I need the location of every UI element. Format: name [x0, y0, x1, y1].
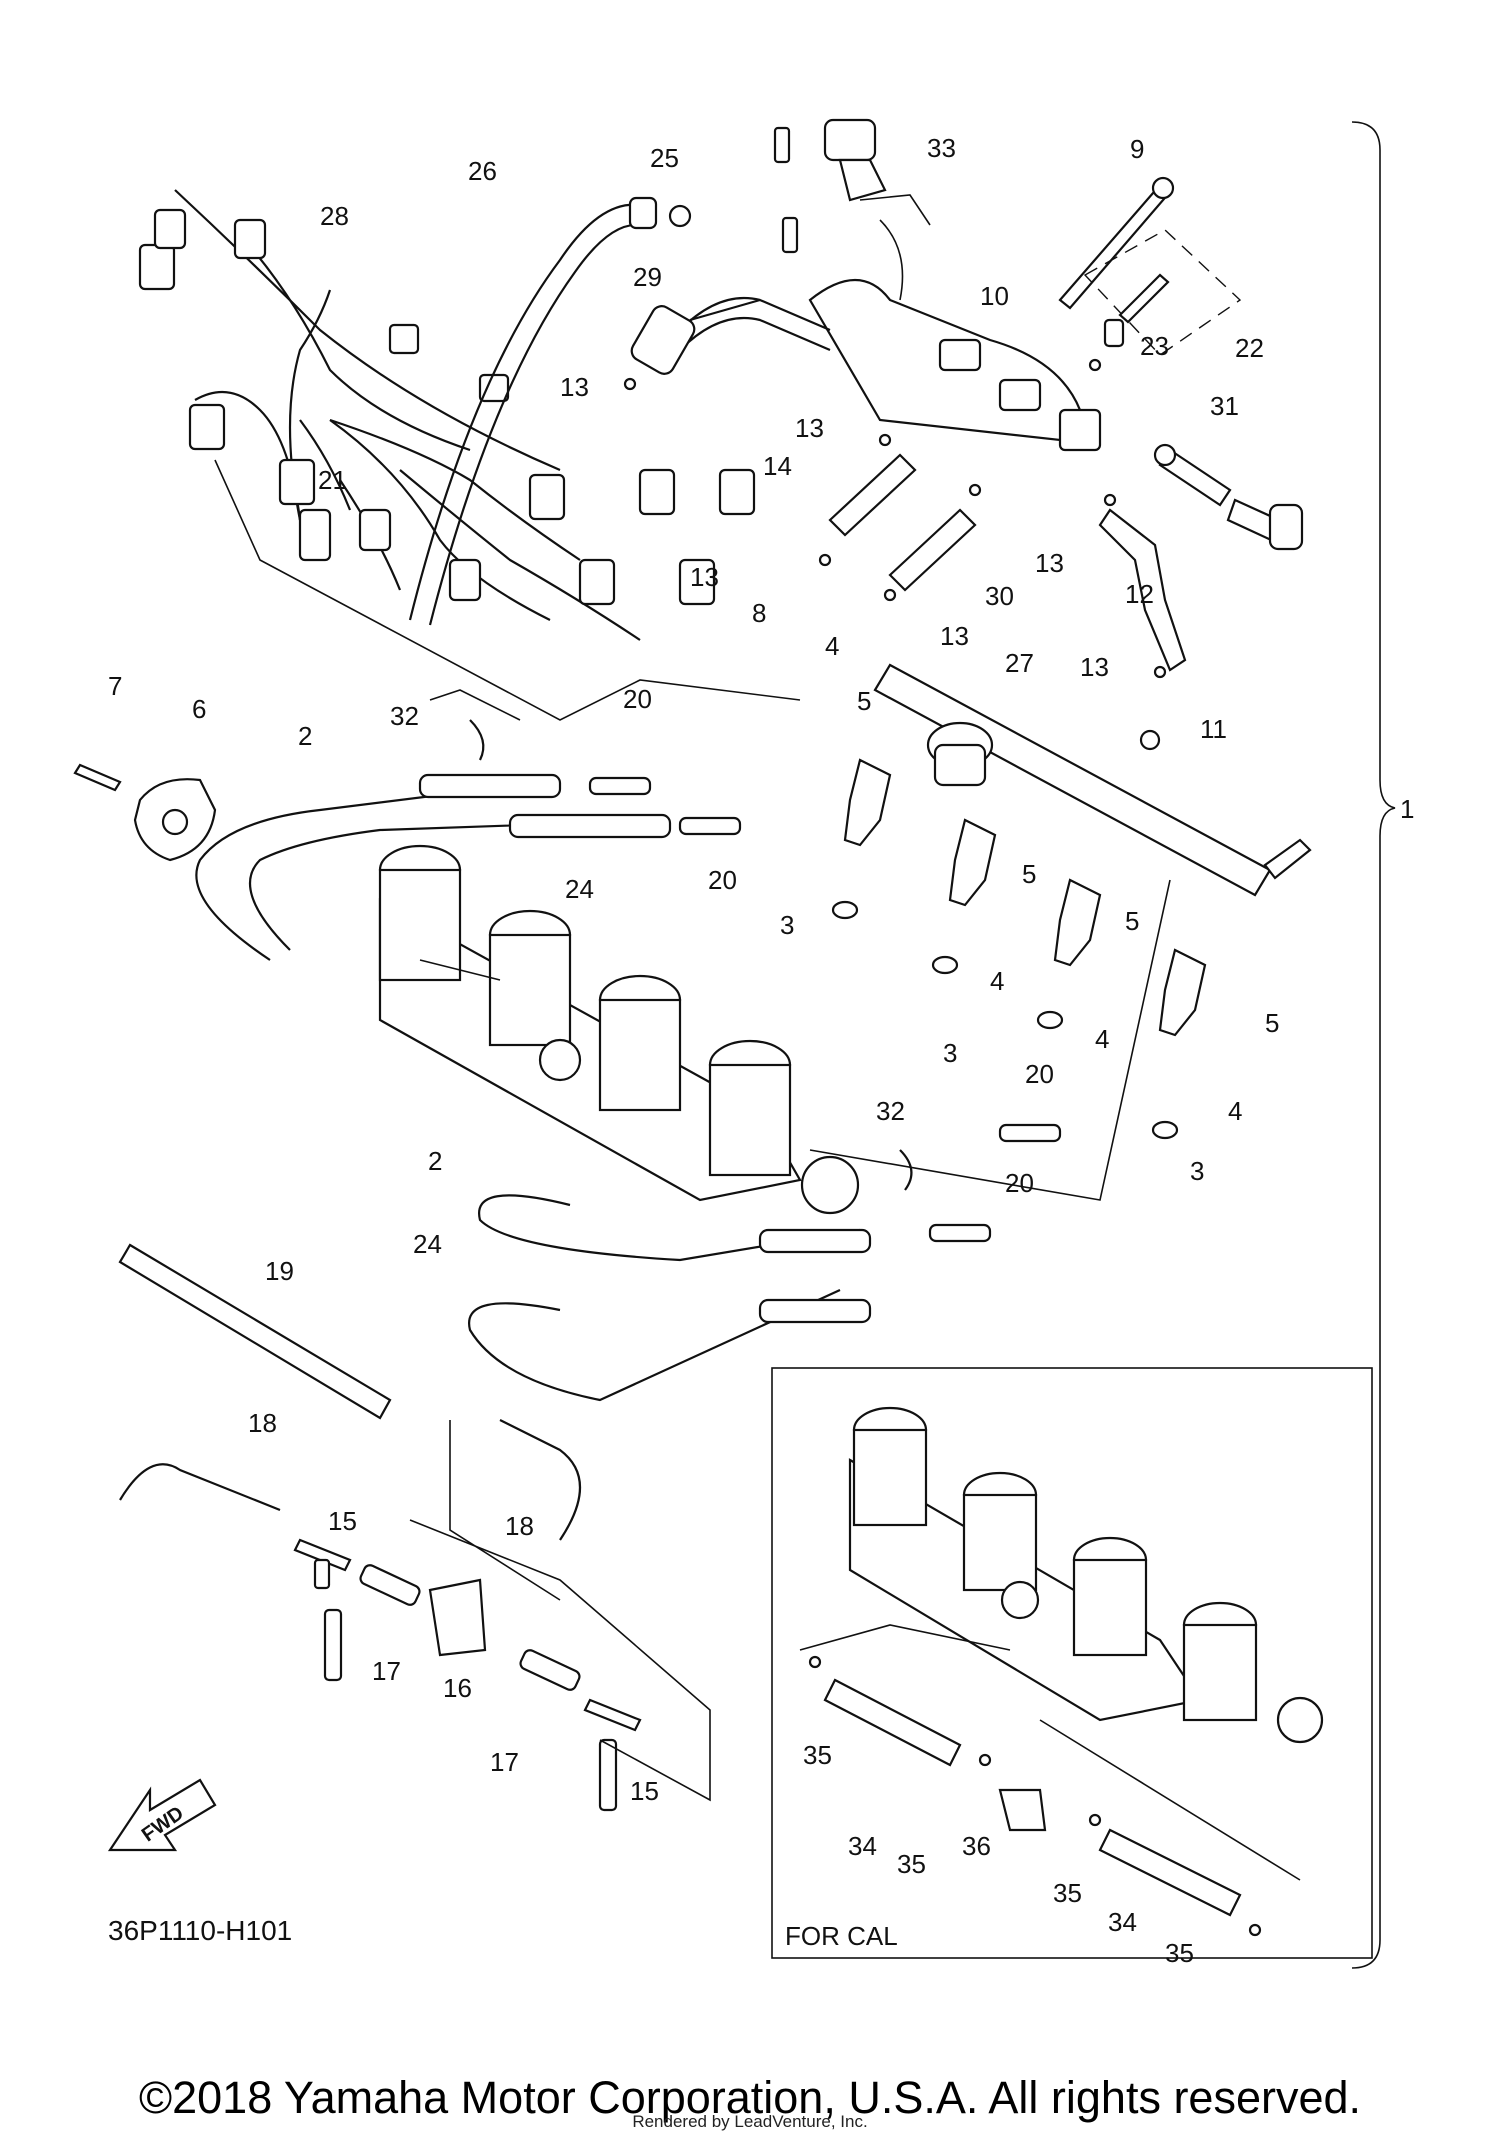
kit-22-box: [1083, 229, 1242, 372]
callout-13: 13: [795, 413, 824, 443]
spring-pin-31: [1153, 443, 1304, 551]
leader-lines: [214, 459, 1171, 1802]
inset-label: FOR CAL: [785, 1921, 898, 1951]
callout-5: 5: [1265, 1008, 1279, 1038]
callout-15: 15: [328, 1506, 357, 1536]
callout-27: 27: [1005, 648, 1034, 678]
callout-20: 20: [1005, 1168, 1034, 1198]
callout-25: 25: [650, 143, 679, 173]
callout-12: 12: [1125, 579, 1154, 609]
callout-7: 7: [108, 671, 122, 701]
callout-22: 22: [1235, 333, 1264, 363]
callout-17: 17: [372, 1656, 401, 1686]
injectors: [831, 729, 1207, 1140]
callout-4: 4: [1228, 1096, 1242, 1126]
callout-13: 13: [560, 372, 589, 402]
callout-2: 2: [428, 1146, 442, 1176]
clips-32: [469, 719, 913, 1191]
cables-2-24: [195, 773, 872, 1402]
callout-10: 10: [980, 281, 1009, 311]
for-cal-inset: [771, 1367, 1373, 1959]
callout-35: 35: [1165, 1938, 1194, 1968]
callout-35: 35: [803, 1740, 832, 1770]
callout-9: 9: [1130, 134, 1144, 164]
assembly-brace: [1351, 121, 1396, 1969]
callout-20: 20: [623, 684, 652, 714]
screws-20: [588, 776, 1062, 1243]
callout-5: 5: [1125, 906, 1139, 936]
throttle-body-assembly: [378, 689, 860, 1215]
callout-23: 23: [1140, 331, 1169, 361]
callout-6: 6: [192, 694, 206, 724]
callout-3: 3: [780, 910, 794, 940]
callout-17: 17: [490, 1747, 519, 1777]
sensor-33: [773, 118, 931, 254]
callout-36: 36: [962, 1831, 991, 1861]
wire-harness: [138, 189, 756, 641]
callout-18: 18: [248, 1408, 277, 1438]
callout-13: 13: [1035, 548, 1064, 578]
callout-3: 3: [1190, 1156, 1204, 1186]
callout-8: 8: [752, 598, 766, 628]
diagram-code: 36P1110-H101: [108, 1915, 293, 1946]
callout-33: 33: [927, 133, 956, 163]
callout-3: 3: [943, 1038, 957, 1068]
callout-4: 4: [1095, 1024, 1109, 1054]
callout-13: 13: [1080, 652, 1109, 682]
callout-35: 35: [897, 1849, 926, 1879]
callout-13: 13: [940, 621, 969, 651]
callout-31: 31: [1210, 391, 1239, 421]
callout-18: 18: [505, 1511, 534, 1541]
callout-15: 15: [630, 1776, 659, 1806]
callout-34: 34: [1108, 1907, 1137, 1937]
callout-24: 24: [413, 1229, 442, 1259]
callout-34: 34: [848, 1831, 877, 1861]
callout-2: 2: [298, 721, 312, 751]
callout-21: 21: [318, 465, 347, 495]
callout-29: 29: [633, 262, 662, 292]
callout-24: 24: [565, 874, 594, 904]
fwd-arrow: [107, 1778, 217, 1852]
callout-30: 30: [985, 581, 1014, 611]
callout-28: 28: [320, 201, 349, 231]
callout-13: 13: [690, 562, 719, 592]
callout-labels: 1 2 2 3 3 3 4 4 4 4 5 5 5 5 6 7 8 9 10 1…: [108, 133, 1414, 1968]
rendered-by-notice: Rendered by LeadVenture, Inc.: [632, 2112, 868, 2131]
callout-5: 5: [857, 686, 871, 716]
copyright-notice: ©2018 Yamaha Motor Corporation, U.S.A. A…: [138, 2072, 1362, 2123]
callout-4: 4: [825, 631, 839, 661]
callout-11: 11: [1200, 714, 1227, 744]
callout-32: 32: [876, 1096, 905, 1126]
hose-19: [118, 1243, 392, 1420]
sensor-6: [73, 763, 217, 862]
callout-26: 26: [468, 156, 497, 186]
joints-15-16-17: [293, 1538, 642, 1812]
callout-14: 14: [763, 451, 792, 481]
callout-16: 16: [443, 1673, 472, 1703]
callout-20: 20: [708, 865, 737, 895]
callout-19: 19: [265, 1256, 294, 1286]
callout-32: 32: [390, 701, 419, 731]
callout-5: 5: [1022, 859, 1036, 889]
regulator-assembly: [679, 219, 1102, 452]
callout-4: 4: [990, 966, 1004, 996]
hose-set: [623, 298, 1187, 679]
callout-20: 20: [1025, 1059, 1054, 1089]
hose-26: [408, 196, 692, 626]
callout-35: 35: [1053, 1878, 1082, 1908]
hose-18: [119, 1419, 581, 1541]
fuel-rail-27: [873, 663, 1312, 897]
callout-1: 1: [1400, 794, 1414, 824]
